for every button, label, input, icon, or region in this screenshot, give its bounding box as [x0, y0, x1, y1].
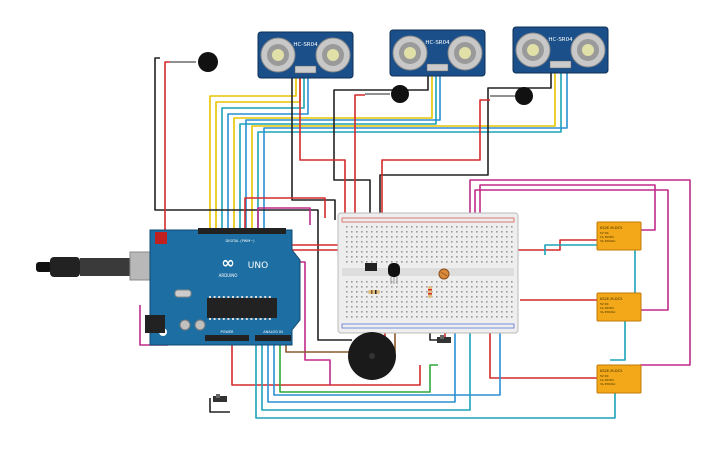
- wire-red-5: [244, 197, 326, 228]
- wire-black-5: [209, 398, 230, 413]
- photoresistor: [438, 268, 450, 280]
- wire-black-1: [291, 78, 336, 220]
- resistor-1: [368, 290, 380, 294]
- ultrasonic-sensor-1: HC-SR04: [257, 31, 354, 79]
- wire-magenta-1: [257, 207, 311, 228]
- ultrasonic-sensor-3: HC-SR04: [512, 26, 609, 74]
- arduino-logo: ∞: [221, 253, 234, 272]
- breadboard-holes: [346, 226, 513, 318]
- wire-black-3: [379, 72, 552, 220]
- pushbutton-module: [365, 263, 377, 271]
- wire-black-2: [333, 74, 429, 220]
- slide-switch-1: [213, 394, 227, 402]
- breadboard: [337, 212, 519, 334]
- relay-rating-3: 3A 250VAC: [600, 310, 616, 314]
- relay-rating-2: 1A 30VDC: [600, 235, 614, 239]
- wire-teal-6: [610, 318, 626, 361]
- wire-red-9: [231, 340, 421, 386]
- wire-brown-1: [285, 320, 396, 353]
- wire-blue-4: [267, 330, 456, 403]
- relay-rating-3: 3A 250VAC: [600, 239, 616, 243]
- wire-blue-5: [273, 330, 501, 396]
- wire-teal-1: [221, 78, 305, 228]
- vibration-motor-1: [170, 52, 218, 72]
- analog-header-label: ANALOG IN: [263, 330, 283, 334]
- arduino-model: UNO: [248, 261, 268, 271]
- wire-teal-3: [257, 72, 562, 228]
- wire-blue-1: [227, 78, 309, 228]
- wire-magenta-4: [469, 179, 691, 366]
- arduino-uno-board: DIGITAL (PWM~) ∞ ARDUINO UNO POWER ANALO…: [36, 228, 301, 346]
- relay-label: KS2E-M-DC5: [600, 297, 622, 301]
- piezo-buzzer: [348, 332, 396, 380]
- chip-pins: [209, 296, 271, 320]
- relay-rating-1: 5V DC: [600, 374, 609, 378]
- relay-2: KS2E-M-DC5 5V DC 1A 30VDC 3A 250VAC: [596, 292, 642, 322]
- relay-3: KS2E-M-DC5 5V DC 1A 30VDC 3A 250VAC: [596, 364, 642, 394]
- wires: [139, 57, 691, 419]
- wire-black-4: [154, 57, 352, 341]
- relay-label: KS2E-M-DC5: [600, 369, 622, 373]
- sensor-label: HC-SR04: [425, 40, 450, 46]
- wire-red-2: [354, 94, 365, 240]
- vibration-motor-2: [365, 85, 409, 103]
- power-header-label: POWER: [221, 330, 235, 334]
- relay-rating-3: 3A 250VAC: [600, 382, 616, 386]
- wire-blue-3: [263, 72, 568, 228]
- arduino-brand: ARDUINO: [219, 273, 238, 278]
- relay-1: KS2E-M-DC5 5V DC 1A 30VDC 3A 250VAC: [596, 221, 642, 251]
- wire-teal-7: [261, 330, 471, 411]
- wire-teal-4: [544, 244, 600, 255]
- wire-red-3: [381, 99, 490, 230]
- wire-green-1: [279, 340, 438, 393]
- wire-yellow-4: [251, 72, 556, 228]
- wire-yellow-3: [233, 74, 433, 228]
- wire-magenta-2: [479, 184, 656, 231]
- wire-yellow-1: [209, 78, 297, 228]
- wire-teal-2: [239, 74, 437, 228]
- transistor: [388, 263, 400, 284]
- resistor-2: [428, 286, 432, 298]
- relay-rating-2: 1A 30VDC: [600, 378, 614, 382]
- relay-rating-1: 5V DC: [600, 231, 609, 235]
- relay-rating-2: 1A 30VDC: [600, 306, 614, 310]
- wire-blue-2: [245, 74, 441, 228]
- wire-magenta-3: [474, 189, 669, 311]
- usb-cable: [36, 262, 52, 272]
- slide-switch-2: [437, 335, 451, 343]
- wire-teal-8: [255, 340, 616, 419]
- vibration-motor-3: [490, 87, 533, 105]
- ultrasonic-sensor-2: HC-SR04: [389, 29, 486, 77]
- sensor-label: HC-SR04: [293, 42, 318, 48]
- sensor-label: HC-SR04: [548, 37, 573, 43]
- wire-red-4: [299, 78, 346, 220]
- digital-header-label: DIGITAL (PWM~): [225, 239, 255, 243]
- relay-label: KS2E-M-DC5: [600, 226, 622, 230]
- relay-rating-1: 5V DC: [600, 302, 609, 306]
